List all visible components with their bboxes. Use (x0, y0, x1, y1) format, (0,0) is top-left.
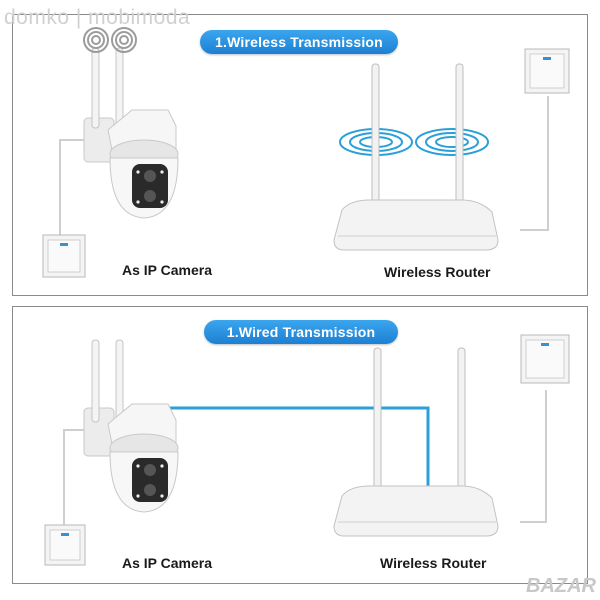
wireless-router (333, 347, 499, 537)
ethernet-cable (150, 406, 430, 494)
router-label: Wireless Router (384, 264, 491, 280)
wall-wiring (59, 96, 549, 236)
wireless-title-pill: 1.Wireless Transmission (200, 30, 398, 54)
router-label: Wireless Router (380, 555, 487, 571)
ip-camera (83, 47, 179, 219)
camera-label: As IP Camera (122, 555, 213, 571)
wall-switch (524, 48, 570, 94)
wifi-signal-icon (83, 27, 137, 53)
wireless-title: 1.Wireless Transmission (215, 34, 383, 50)
wired-title-pill: 1.Wired Transmission (204, 320, 398, 344)
wired-title: 1.Wired Transmission (226, 324, 376, 340)
brand-logo: BAZAR (526, 575, 596, 597)
wall-switch (520, 334, 570, 384)
wall-switch (44, 524, 86, 566)
wireless-router (333, 63, 499, 251)
wall-switch (42, 234, 86, 278)
ip-camera (83, 339, 179, 513)
camera-label: As IP Camera (122, 262, 213, 278)
watermark-text: domko | mobimoda (4, 6, 191, 29)
